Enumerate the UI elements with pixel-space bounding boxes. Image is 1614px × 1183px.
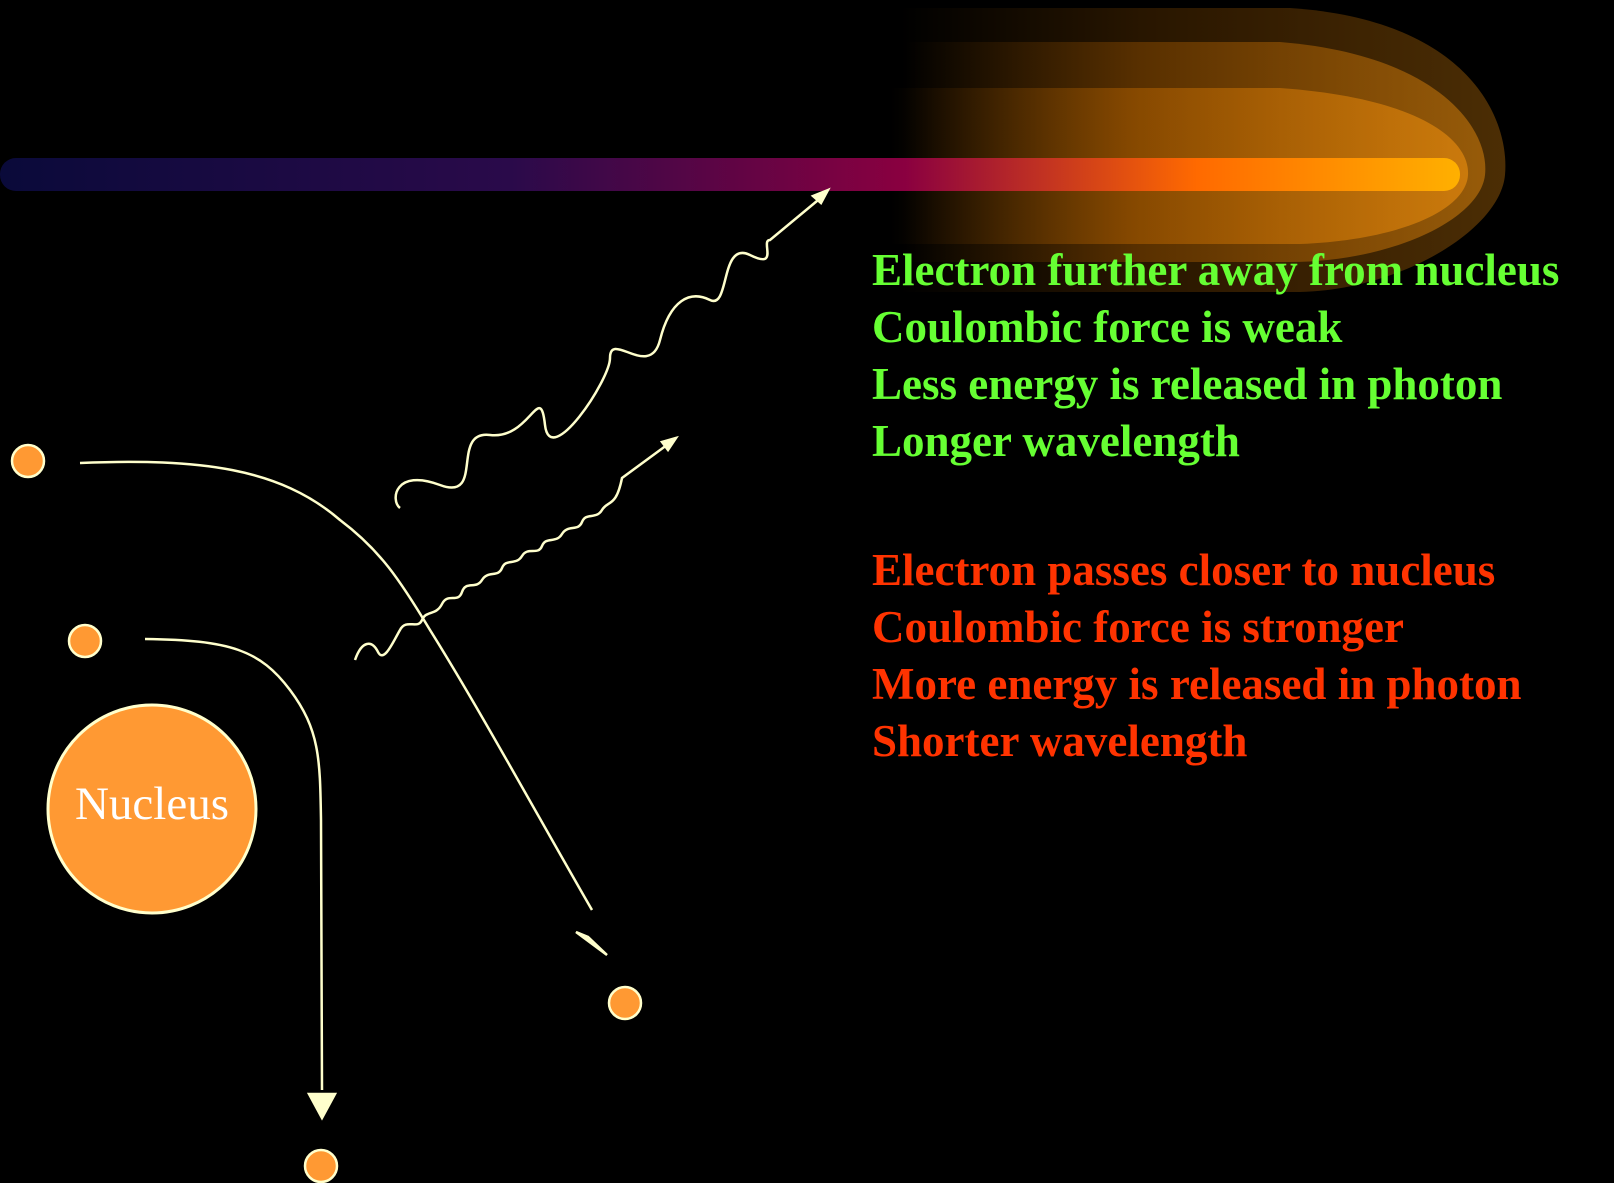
weak-interaction-line: Less energy is released in photon bbox=[872, 359, 1503, 409]
electron-close-end bbox=[303, 1148, 339, 1183]
weak-interaction-line: Electron further away from nucleus bbox=[872, 245, 1560, 295]
weak-interaction-line: Coulombic force is weak bbox=[872, 302, 1343, 352]
far-electron-trajectory bbox=[79, 460, 608, 957]
long-wavelength-wave bbox=[394, 195, 824, 509]
strong-interaction-line: Electron passes closer to nucleus bbox=[872, 545, 1496, 595]
electron-top-start bbox=[10, 443, 46, 479]
short-wavelength-photon bbox=[353, 435, 679, 661]
short-wavelength-wave bbox=[353, 440, 672, 661]
strong-interaction-line: Shorter wavelength bbox=[872, 716, 1248, 766]
nucleus-circle bbox=[46, 703, 258, 915]
long-wavelength-arrowhead bbox=[810, 187, 831, 205]
close-electron-path bbox=[144, 637, 324, 1091]
strong-interaction-text: Electron passes closer to nucleus Coulom… bbox=[872, 542, 1522, 770]
close-electron-arrowhead bbox=[306, 1092, 338, 1121]
electron-close-start bbox=[67, 623, 103, 659]
long-wavelength-photon bbox=[394, 187, 831, 509]
strong-interaction-line: More energy is released in photon bbox=[872, 659, 1522, 709]
nucleus-label: Nucleus bbox=[74, 778, 229, 830]
short-wavelength-arrowhead bbox=[659, 435, 679, 453]
far-electron-arrowhead bbox=[575, 930, 608, 957]
electron-top-end bbox=[607, 985, 643, 1021]
strong-interaction-line: Coulombic force is stronger bbox=[872, 602, 1405, 652]
far-electron-path bbox=[79, 460, 594, 911]
decorative-title-bar bbox=[0, 8, 1506, 292]
close-electron-trajectory bbox=[144, 637, 338, 1121]
weak-interaction-text: Electron further away from nucleus Coulo… bbox=[872, 242, 1559, 470]
weak-interaction-line: Longer wavelength bbox=[872, 416, 1240, 466]
decorative-gradient-bar bbox=[0, 158, 1460, 191]
